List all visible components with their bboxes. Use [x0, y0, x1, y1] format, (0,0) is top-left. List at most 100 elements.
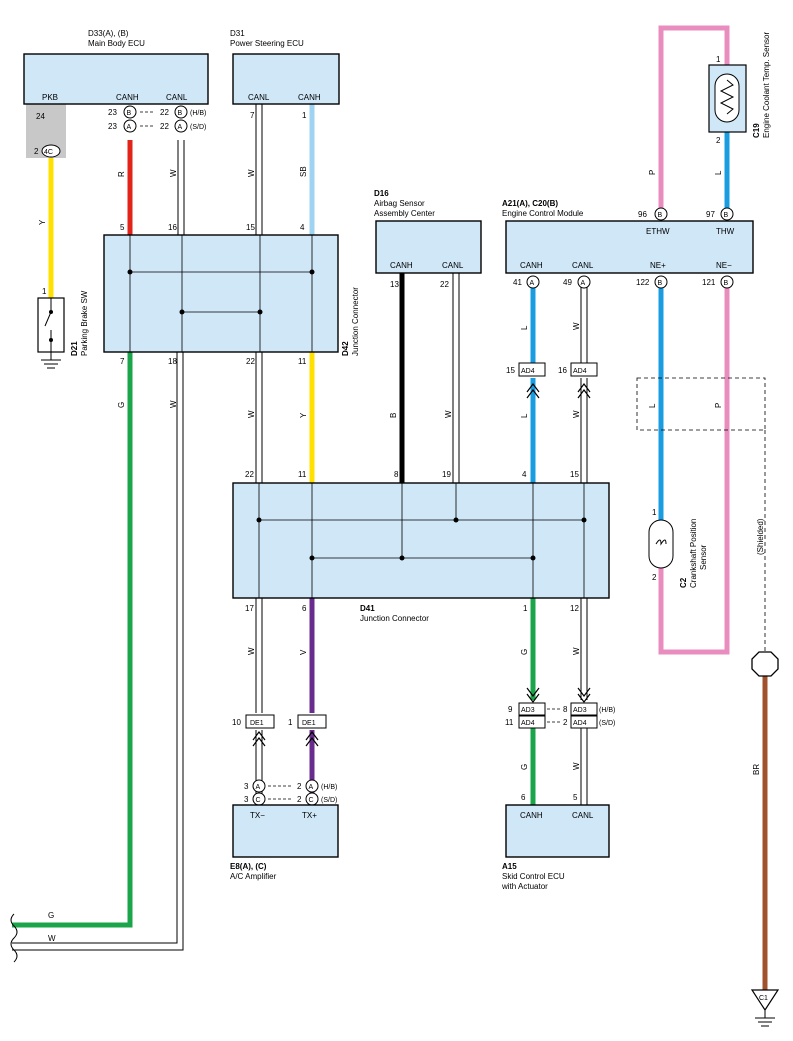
wire-color-label: P: [648, 170, 657, 175]
wire-canl-ad4: [580, 287, 588, 483]
a15-code: A15: [502, 862, 517, 871]
c2-name2: Sensor: [699, 544, 708, 570]
pin-1-d41: 1: [523, 604, 528, 613]
ecm-code: A21(A), C20(B): [502, 199, 558, 208]
wire-d31-canl: [255, 104, 263, 235]
pin-2c-e8: 2: [297, 795, 302, 804]
shield-box: [636, 377, 766, 431]
pin-1-de1: 1: [288, 718, 293, 727]
pin-11-d41: 11: [298, 470, 307, 479]
de1-connector-2: [297, 714, 327, 729]
d31-code: D31: [230, 29, 245, 38]
d31-pin-canh: CANH: [298, 93, 321, 102]
ecm-pin-thw: THW: [716, 227, 735, 236]
pin-4: 4: [300, 223, 305, 232]
pin-22-d16: 22: [440, 280, 449, 289]
pin-11: 11: [298, 357, 307, 366]
de1-label-1: DE1: [250, 720, 264, 727]
switch-contact: [49, 338, 53, 342]
pin-10-de1: 10: [232, 718, 241, 727]
dash-link: [268, 785, 293, 800]
ad4-label-2: AD4: [573, 368, 587, 375]
connector-b-circle: [123, 105, 137, 119]
d33-code: D33(A), (B): [88, 29, 129, 38]
connector-a-ecm2: [577, 275, 591, 289]
wire-color-label: W: [247, 647, 256, 655]
connector-a-circle: [123, 119, 137, 133]
pin-2-4c: 2: [34, 147, 39, 156]
d33-name: Main Body ECU: [88, 39, 145, 48]
ad4-label-1: AD4: [521, 368, 535, 375]
wire-color-label: W: [169, 169, 178, 177]
wire-color-label: W: [247, 410, 256, 418]
connector-arrow-icon: [305, 731, 319, 747]
connector-a-ecm1: [526, 275, 540, 289]
pin-49: 49: [563, 278, 572, 287]
wire-green-main: [12, 352, 133, 928]
wire-color-label: G: [520, 649, 529, 655]
d41-junction-box: [232, 482, 610, 599]
connector-a-ecm1-label: A: [530, 280, 535, 287]
ecm-pin-canl: CANL: [572, 261, 594, 270]
junction-dot: [453, 517, 459, 523]
a15-name2: with Actuator: [501, 882, 548, 891]
ad4-connector-2: [570, 362, 598, 377]
pin-9-ad3: 9: [508, 705, 513, 714]
pin-1-d21: 1: [42, 287, 47, 296]
pin-2-ad4: 2: [563, 718, 568, 727]
main-body-ecu-box: [23, 53, 209, 105]
connector-b-ecm3: [654, 275, 668, 289]
wire-white-main: [12, 352, 184, 951]
connector-4c: [41, 144, 61, 158]
connector-a-e8-1: [252, 779, 266, 793]
connector-b-ecm2: [720, 207, 734, 221]
ecm-pin-canh: CANH: [520, 261, 543, 270]
break-mark-icon: [10, 913, 18, 963]
ad4-label-3: AD4: [521, 720, 535, 727]
wire-color-label: L: [520, 413, 529, 418]
pin-15-ad4: 15: [506, 366, 515, 375]
dash-link: [140, 111, 155, 127]
junction-dot: [530, 555, 536, 561]
connector-arrow-icon: [526, 383, 540, 399]
coil-icon: [655, 539, 667, 546]
pin-15: 15: [246, 223, 255, 232]
airbag-sensor-box: [375, 220, 482, 274]
connector-a-ecm2-label: A: [581, 280, 586, 287]
pin-19-d41: 19: [442, 470, 451, 479]
connector-b-ecm2-label: B: [724, 212, 729, 219]
junction-dot: [257, 309, 263, 315]
pin-11-ad4: 11: [505, 718, 514, 727]
d16-pin-canh: CANH: [390, 261, 413, 270]
ac-amplifier-box: [232, 804, 339, 858]
connector-arrow-icon: [252, 731, 266, 747]
resistor-icon: [719, 79, 735, 115]
dash-link: [547, 708, 560, 723]
pin-96: 96: [638, 210, 647, 219]
d41-internal: [258, 483, 585, 598]
wire-color-label: W: [48, 934, 56, 943]
note-hb-e8: (H/B): [321, 784, 337, 791]
wire-ethw-pink: [658, 25, 730, 211]
pin-3a-e8: 3: [244, 782, 249, 791]
note-sd: (S/D): [190, 124, 206, 131]
connector-4c-label: 4C: [44, 149, 53, 156]
pin-8-d41: 8: [394, 470, 399, 479]
ecm-pin-ethw: ETHW: [646, 227, 670, 236]
ecm-box: [505, 220, 754, 274]
ad4-connector-1: [518, 362, 546, 377]
pin-22: 22: [246, 357, 255, 366]
pin-13: 13: [390, 280, 399, 289]
connector-arrow-icon: [577, 383, 591, 399]
junction-dot: [127, 269, 133, 275]
ad3-label-2: AD3: [573, 707, 587, 714]
pin-22a: 22: [160, 108, 169, 117]
wire-d41-17: [255, 598, 263, 713]
note-hb-ad: (H/B): [599, 707, 615, 714]
d33-pin-canh: CANH: [116, 93, 139, 102]
pin-8-ad3: 8: [563, 705, 568, 714]
wire-color-label: B: [389, 413, 398, 418]
connector-a-e8-1-label: A: [256, 784, 261, 791]
de1-label-2: DE1: [302, 720, 316, 727]
skid-control-ecu-box: [505, 804, 610, 858]
